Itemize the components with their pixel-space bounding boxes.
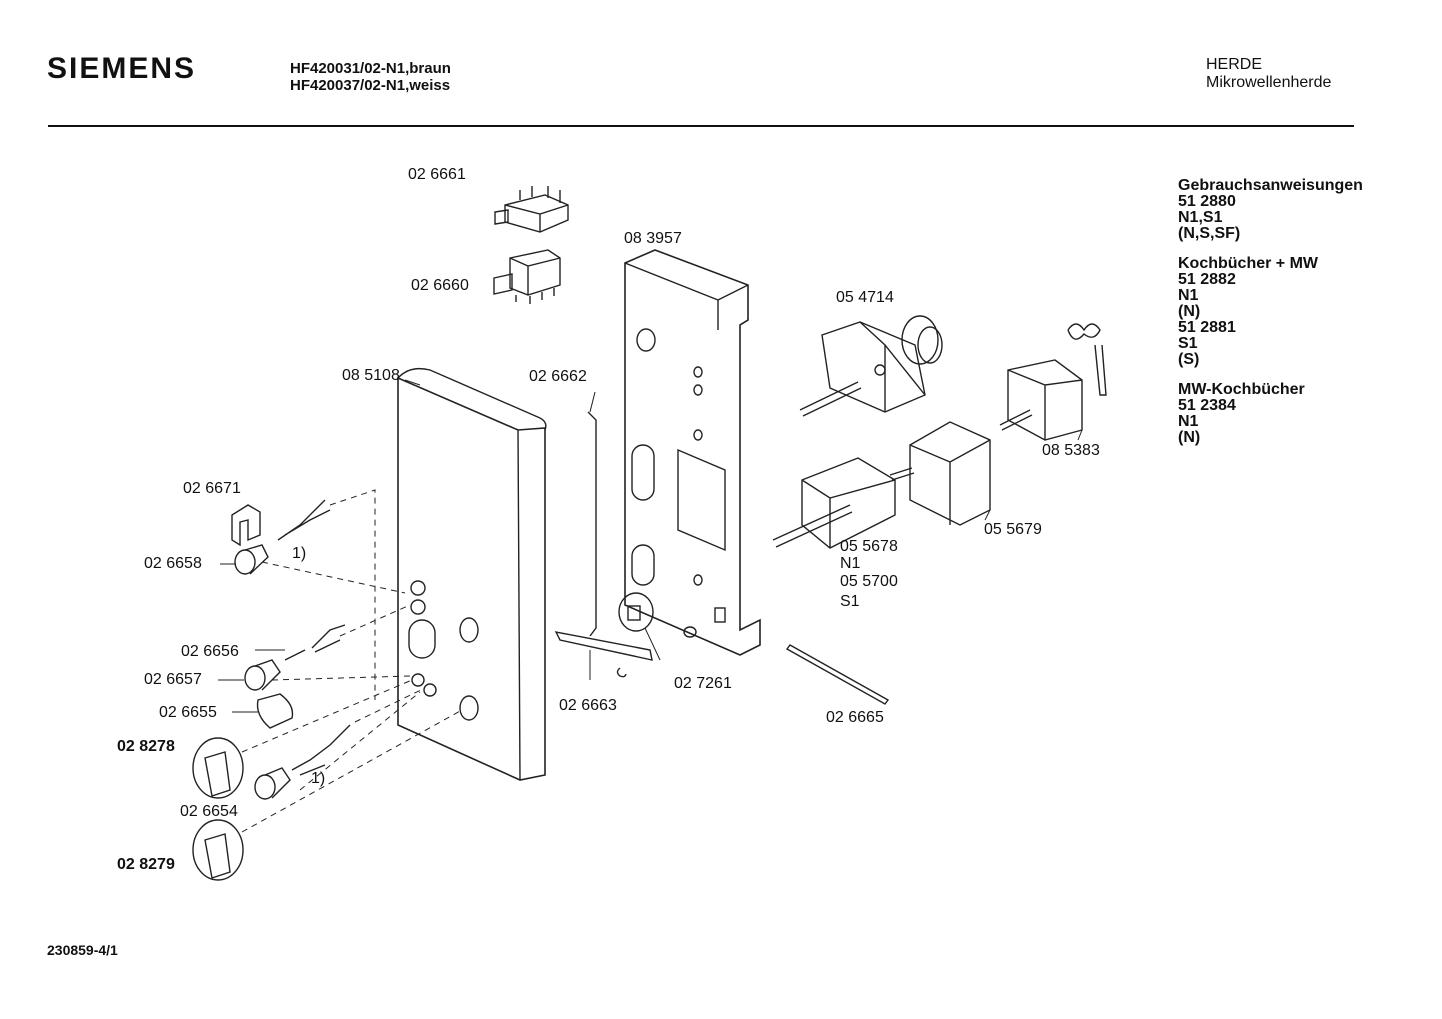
label-026662: 02 6662 — [529, 368, 587, 385]
label-026656: 02 6656 — [181, 643, 239, 660]
label-027261: 02 7261 — [674, 675, 732, 692]
doc-line: (N) — [1178, 429, 1201, 446]
label-085383: 08 5383 — [1042, 442, 1100, 459]
gasket-026662 — [587, 411, 597, 637]
label-026663: 02 6663 — [559, 697, 617, 714]
switch-026661 — [494, 186, 569, 233]
doc-line: N1 — [1178, 413, 1199, 430]
front-panel-085108 — [397, 367, 547, 781]
lamp-026657 — [244, 659, 281, 691]
label-054714: 05 4714 — [836, 289, 894, 306]
doc-group-kochbuecher-mw: Kochbücher + MW 51 2882 N1 (N) 51 2881 S… — [1178, 256, 1398, 368]
lamp-026654 — [254, 724, 351, 800]
doc-line: (S) — [1178, 351, 1200, 368]
label-028278: 02 8278 — [117, 738, 175, 755]
model-list: HF420031/02-N1,braun HF420037/02-N1,weis… — [290, 60, 451, 94]
thermostat-085383 — [999, 323, 1107, 441]
brand-logo: SIEMENS — [47, 52, 197, 85]
label-n1: N1 — [840, 555, 861, 572]
lamp-holder-026658 — [234, 499, 331, 575]
header-divider — [48, 125, 1354, 127]
label-026665: 02 6665 — [826, 709, 884, 726]
assembly-guide-lines — [241, 489, 463, 833]
label-026660: 02 6660 — [411, 277, 469, 294]
doc-line: 51 2882 — [1178, 271, 1236, 288]
knob-027261 — [618, 592, 654, 632]
category: HERDE — [1206, 56, 1263, 73]
model-braun: HF420031/02-N1,braun — [290, 60, 451, 77]
doc-line: N1,S1 — [1178, 209, 1223, 226]
label-055679: 05 5679 — [984, 521, 1042, 538]
label-026655: 02 6655 — [159, 704, 217, 721]
doc-title: Gebrauchsanweisungen — [1178, 177, 1363, 194]
timer-054714 — [799, 315, 943, 417]
lamp-holder-026656 — [284, 624, 346, 661]
category-block: HERDE Mikrowellenherde — [1206, 56, 1331, 92]
subcategory: Mikrowellenherde — [1206, 74, 1332, 91]
label-028279: 02 8279 — [117, 856, 175, 873]
doc-line: (N) — [1178, 303, 1201, 320]
drawing-number: 230859-4/1 — [47, 942, 118, 958]
leader-lines — [218, 379, 1083, 713]
doc-title: Kochbücher + MW — [1178, 255, 1319, 272]
label-083957: 08 3957 — [624, 230, 682, 247]
label-026671: 02 6671 — [183, 480, 241, 497]
label-055678: 05 5678 — [840, 538, 898, 555]
doc-line: 51 2881 — [1178, 319, 1236, 336]
model-weiss: HF420037/02-N1,weiss — [290, 77, 451, 94]
knob-028279 — [192, 819, 244, 881]
footnote-marker-1: 1) — [292, 545, 307, 562]
doc-line: S1 — [1178, 335, 1198, 352]
switch-055678 — [772, 457, 896, 549]
doc-line: 51 2880 — [1178, 193, 1236, 210]
cap-026655 — [256, 693, 294, 729]
label-s1: S1 — [840, 593, 860, 610]
switch-055679 — [889, 421, 991, 526]
label-085108: 08 5108 — [342, 367, 400, 384]
label-055700: 05 5700 — [840, 573, 898, 590]
rod-026665 — [785, 644, 890, 705]
switch-026660 — [493, 249, 561, 304]
doc-group-gebrauchsanweisungen: Gebrauchsanweisungen 51 2880 N1,S1 (N,S,… — [1178, 178, 1398, 242]
doc-line: (N,S,SF) — [1178, 225, 1241, 242]
doc-group-mw-kochbuecher: MW-Kochbücher 51 2384 N1 (N) — [1178, 382, 1398, 446]
doc-line: 51 2384 — [1178, 397, 1236, 414]
documentation-list: Gebrauchsanweisungen 51 2880 N1,S1 (N,S,… — [1178, 178, 1398, 460]
footnote-marker-2: 1) — [311, 770, 326, 787]
knob-028278 — [192, 737, 244, 799]
lever-026663 — [554, 631, 653, 678]
label-026657: 02 6657 — [144, 671, 202, 688]
doc-line: N1 — [1178, 287, 1199, 304]
label-026661: 02 6661 — [408, 166, 466, 183]
label-026654: 02 6654 — [180, 803, 238, 820]
label-026658: 02 6658 — [144, 555, 202, 572]
clip-026671 — [231, 504, 261, 547]
doc-title: MW-Kochbücher — [1178, 381, 1305, 398]
frame-083957 — [624, 249, 761, 656]
